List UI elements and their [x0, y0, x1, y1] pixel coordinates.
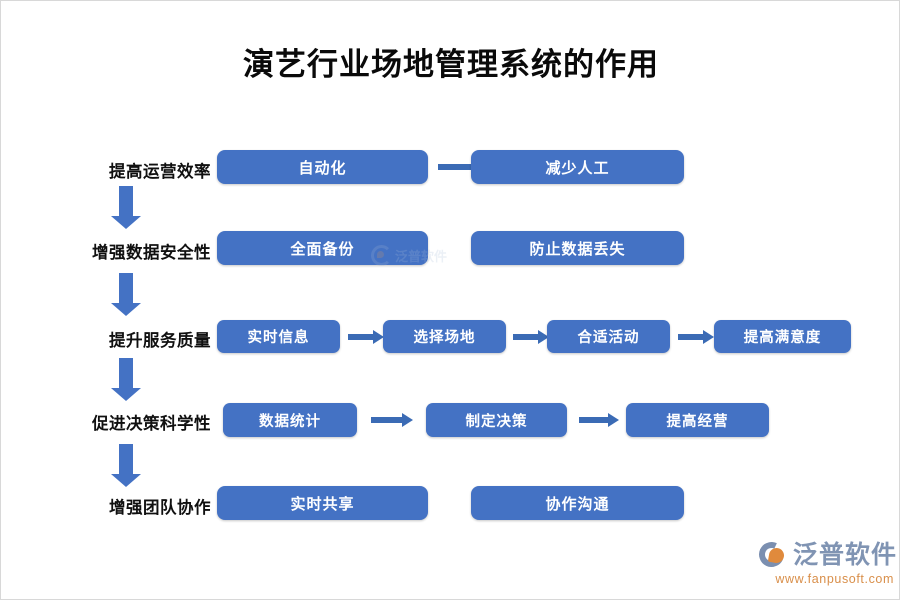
arrow-right-3-1 [348, 330, 384, 344]
arrow-head [538, 330, 549, 344]
node-5-1[interactable]: 实时共享 [217, 486, 428, 520]
arrow-head [111, 303, 141, 316]
node-1-2[interactable]: 减少人工 [471, 150, 684, 184]
arrow-right-4-1 [371, 413, 413, 427]
node-3-1[interactable]: 实时信息 [217, 320, 340, 353]
brand-logo: 泛普软件 www.fanpusoft.com [755, 538, 898, 591]
arrow-head [111, 216, 141, 229]
node-3-3[interactable]: 合适活动 [547, 320, 670, 353]
arrow-shaft [438, 164, 471, 170]
arrow-shaft [678, 334, 703, 340]
arrow-right-3-3 [678, 330, 714, 344]
brand-url: www.fanpusoft.com [775, 572, 894, 586]
arrow-shaft [348, 334, 373, 340]
arrow-head [703, 330, 714, 344]
node-4-2[interactable]: 制定决策 [426, 403, 567, 437]
down-arrow-2 [111, 273, 141, 316]
brand-logo-row: 泛普软件 [755, 538, 898, 571]
node-1-1[interactable]: 自动化 [217, 150, 428, 184]
arrow-head [402, 413, 413, 427]
arrow-shaft [119, 273, 133, 303]
arrow-head [608, 413, 619, 427]
page-title: 演艺行业场地管理系统的作用 [243, 47, 659, 82]
arrow-right-3-2 [513, 330, 549, 344]
brand-name: 泛普软件 [793, 541, 898, 569]
row-label-4: 促进决策科学性 [92, 415, 211, 433]
down-arrow-1 [111, 186, 141, 229]
node-2-1[interactable]: 全面备份 [217, 231, 428, 265]
node-4-1[interactable]: 数据统计 [223, 403, 357, 437]
row-label-2: 增强数据安全性 [92, 244, 211, 262]
arrow-head [111, 474, 141, 487]
node-4-3[interactable]: 提高经营 [626, 403, 769, 437]
down-arrow-3 [111, 358, 141, 401]
row-label-3: 提升服务质量 [109, 332, 211, 350]
node-3-2[interactable]: 选择场地 [383, 320, 506, 353]
down-arrow-4 [111, 444, 141, 487]
arrow-shaft [119, 358, 133, 388]
arrow-shaft [513, 334, 538, 340]
arrow-head [373, 330, 384, 344]
node-2-2[interactable]: 防止数据丢失 [471, 231, 684, 265]
fanpu-logo-icon [755, 538, 789, 571]
node-3-4[interactable]: 提高满意度 [714, 320, 851, 353]
node-5-2[interactable]: 协作沟通 [471, 486, 684, 520]
arrow-right-4-2 [579, 413, 619, 427]
arrow-shaft [119, 444, 133, 474]
arrow-shaft [119, 186, 133, 216]
arrow-shaft [371, 417, 402, 423]
arrow-shaft [579, 417, 608, 423]
arrow-head [111, 388, 141, 401]
row-label-5: 增强团队协作 [109, 499, 211, 517]
row-label-1: 提高运营效率 [109, 163, 211, 181]
